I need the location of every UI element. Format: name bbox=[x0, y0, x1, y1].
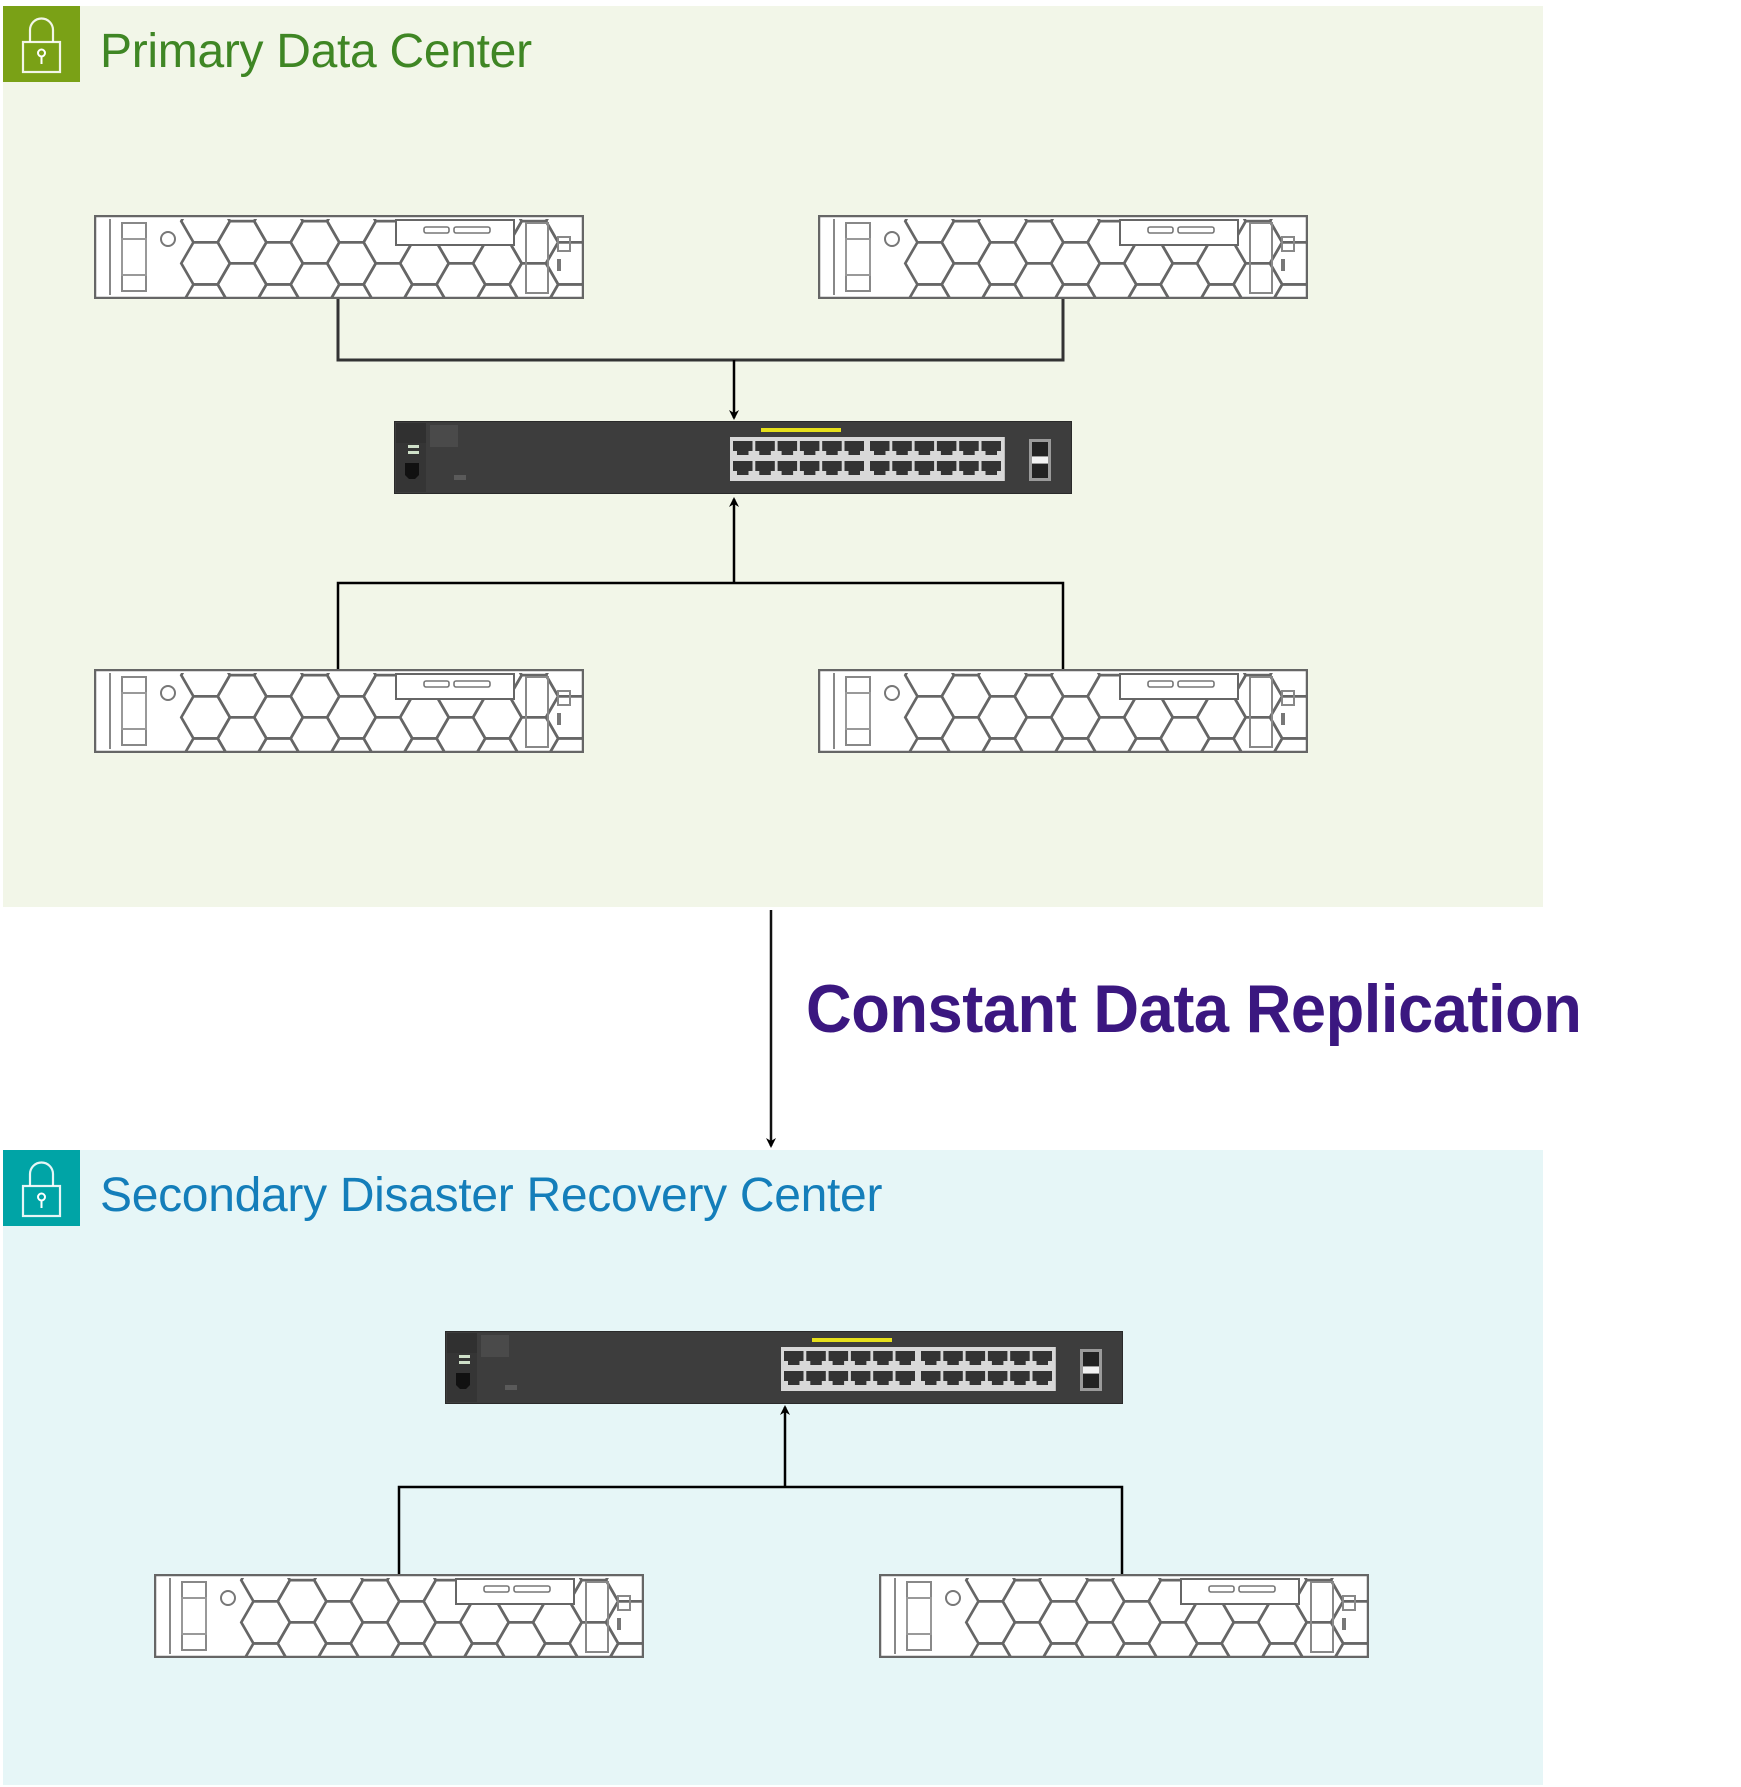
rack-server-icon[interactable] bbox=[879, 1574, 1369, 1658]
network-switch-icon[interactable] bbox=[445, 1331, 1123, 1404]
group-secondary-disaster-recovery-center: Secondary Disaster Recovery Center bbox=[3, 1150, 1543, 1785]
rack-server-icon[interactable] bbox=[94, 215, 584, 299]
replication-label: Constant Data Replication bbox=[806, 971, 1582, 1047]
rack-server-icon[interactable] bbox=[94, 669, 584, 753]
rack-server-icon[interactable] bbox=[818, 215, 1308, 299]
group-primary-data-center: Primary Data Center bbox=[3, 6, 1543, 907]
group-title: Primary Data Center bbox=[100, 25, 532, 78]
padlock-icon bbox=[3, 1150, 80, 1226]
rack-server-icon[interactable] bbox=[818, 669, 1308, 753]
group-title: Secondary Disaster Recovery Center bbox=[100, 1169, 883, 1222]
rack-server-icon[interactable] bbox=[154, 1574, 644, 1658]
padlock-icon bbox=[3, 6, 80, 82]
network-switch-icon[interactable] bbox=[394, 421, 1072, 494]
